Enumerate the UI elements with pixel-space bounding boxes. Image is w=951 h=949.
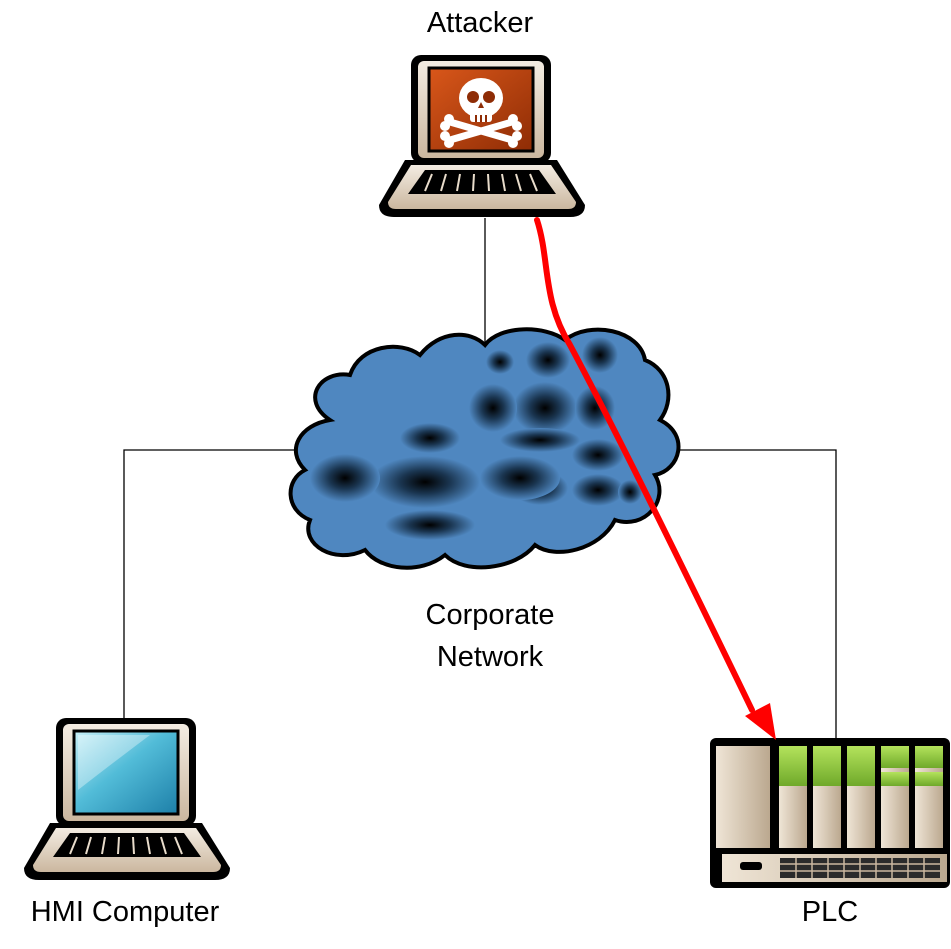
hmi-label: HMI Computer bbox=[30, 896, 220, 928]
cloud-icon bbox=[288, 327, 681, 570]
network-label-line1: Corporate bbox=[425, 599, 555, 631]
attacker-label: Attacker bbox=[426, 7, 534, 39]
link-network-hmi bbox=[123, 449, 305, 720]
link-network-plc bbox=[660, 449, 837, 742]
plc-rack-icon bbox=[710, 738, 950, 888]
network-label-line2: Network bbox=[436, 641, 544, 673]
laptop-skull-icon bbox=[379, 55, 585, 217]
plc-label: PLC bbox=[801, 896, 859, 928]
connection-lines bbox=[123, 218, 837, 742]
laptop-icon bbox=[24, 718, 230, 880]
attack-arrowhead bbox=[745, 703, 776, 740]
attack-path-arrow bbox=[534, 217, 755, 713]
